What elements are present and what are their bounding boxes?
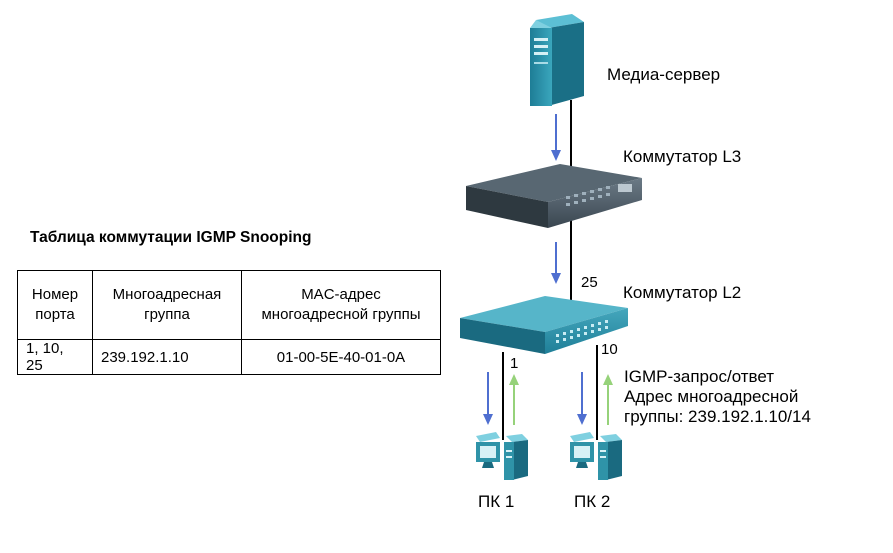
l3-switch-icon [466,164,642,228]
pc1-icon [476,432,528,480]
media-server-icon [530,14,584,106]
switch-l2-label: Коммутатор L2 [623,283,742,302]
port-10-label: 10 [601,341,618,358]
stream-arrow-server-l3 [551,114,561,161]
switch-l3-label: Коммутатор L3 [623,147,742,166]
igmp-annotation-line1: IGMP-запрос/ответ [624,367,775,386]
igmp-arrow-pc1 [509,374,519,425]
port-25-label: 25 [581,274,598,291]
igmp-arrow-pc2 [603,374,613,425]
pc1-label: ПК 1 [478,492,515,511]
multicast-stream-arrows [483,114,587,425]
cell-mac: 01-00-5E-40-01-0A [241,339,441,375]
igmp-arrows [509,374,613,425]
stream-arrow-pc1 [483,372,493,425]
l2-switch-icon [460,296,628,354]
table-title: Таблица коммутации IGMP Snooping [30,229,312,246]
media-server-label: Медиа-сервер [607,65,721,84]
header-port-number: Номер порта [17,270,93,340]
igmp-annotation-line2: Адрес многоадресной [624,387,799,406]
cell-ports: 1, 10, 25 [17,339,93,375]
igmp-snooping-table: Номер порта Многоадресная группа MAC-адр… [17,270,441,375]
cell-group: 239.192.1.10 [92,339,242,375]
header-mac-address: MAC-адрес многоадресной группы [241,270,441,340]
igmp-annotation-line3: группы: 239.192.1.10/14 [624,407,811,426]
stream-arrow-l3-l2 [551,242,561,284]
header-multicast-group: Многоадресная группа [92,270,242,340]
pc2-label: ПК 2 [574,492,611,511]
pc2-icon [570,432,622,480]
port-1-label: 1 [510,355,519,372]
table-header-row: Номер порта Многоадресная группа MAC-адр… [17,270,441,340]
stream-arrow-pc2 [577,372,587,425]
table-row: 1, 10, 25 239.192.1.10 01-00-5E-40-01-0A [17,339,441,375]
